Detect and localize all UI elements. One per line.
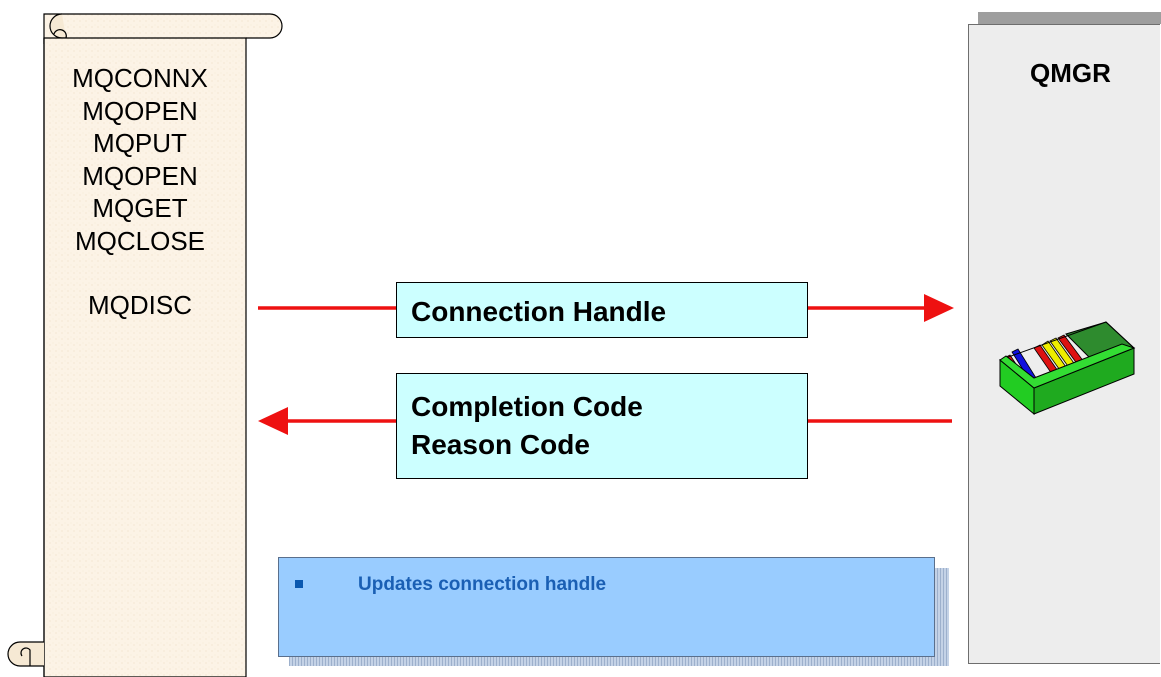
note-box [278, 557, 935, 657]
note-text: Updates connection handle [358, 574, 607, 595]
completion-code-label: Completion Code [411, 391, 643, 422]
api-call-item: MQOPEN [82, 95, 198, 126]
api-call-item: MQCLOSE [74, 225, 206, 256]
request-arrowhead [924, 294, 954, 322]
bullet-icon [295, 580, 303, 588]
reason-code-label: Reason Code [411, 429, 590, 460]
api-call-item: MQCONNX [72, 63, 208, 93]
program-scroll [7, 13, 283, 677]
qmgr-title: QMGR [1030, 58, 1111, 88]
api-call-final: MQDISC [88, 290, 192, 320]
queue-box-icon [999, 321, 1136, 416]
api-call-list: MQCONNX MQOPEN MQPUT MQOPEN MQGET MQCLOS… [40, 62, 240, 322]
completion-box: Completion Code Reason Code [396, 373, 808, 479]
api-call-item: MQPUT [93, 128, 187, 158]
api-call-item: MQGET [92, 193, 188, 223]
api-call-item: MQOPEN [82, 160, 198, 191]
connection-handle-box: Connection Handle [396, 282, 808, 338]
qmgr-panel-shadow [978, 12, 1161, 24]
connection-handle-label: Connection Handle [411, 296, 667, 327]
